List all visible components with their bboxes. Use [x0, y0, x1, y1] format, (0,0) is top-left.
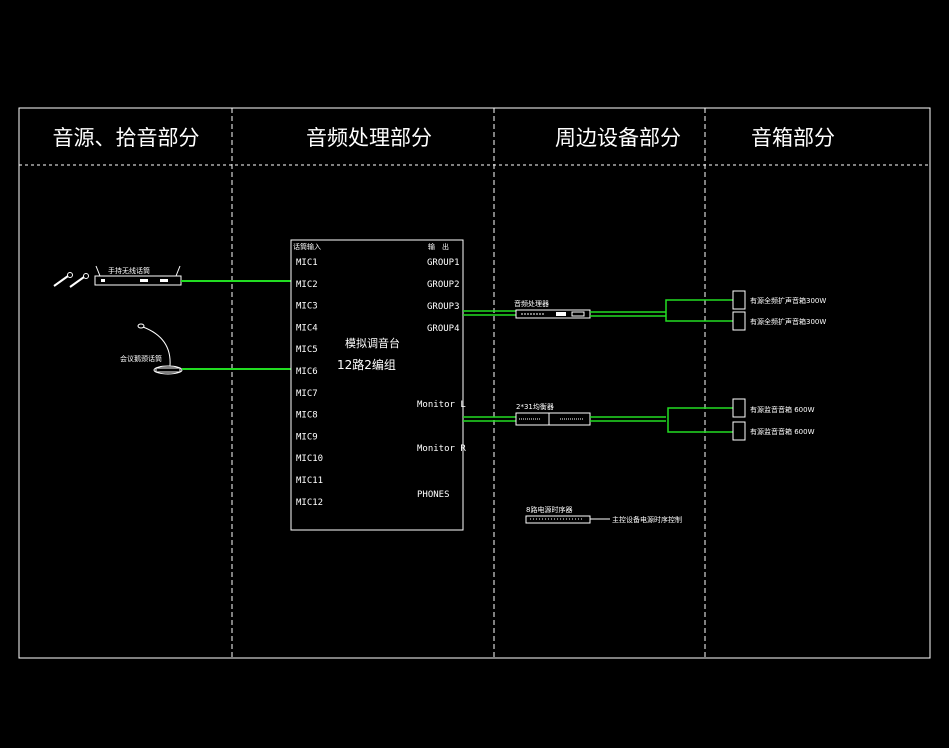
- wireless-mic-label: 手持无线话筒: [108, 266, 150, 275]
- mixer-input-6: MIC6: [296, 367, 318, 377]
- mixer-inputs: MIC1MIC2MIC3MIC4MIC5MIC6MIC7MIC8MIC9MIC1…: [296, 258, 323, 508]
- audio-processor-icon: [515, 309, 591, 319]
- speaker-icon: [732, 290, 746, 441]
- mixer-input-3: MIC3: [296, 302, 318, 312]
- mixer-input-5: MIC5: [296, 345, 318, 355]
- audio-processor-label: 音频处理器: [514, 299, 549, 308]
- gooseneck-mic-icon: [137, 323, 183, 375]
- mixer-input-12: MIC12: [296, 498, 323, 508]
- power-sequencer-note: 主控设备电源时序控制: [612, 515, 682, 524]
- mixer-input-header: 话筒输入: [293, 242, 321, 251]
- mixer-box: [290, 239, 464, 531]
- mixer-input-9: MIC9: [296, 432, 318, 442]
- mixer-group-1: GROUP1: [427, 258, 460, 268]
- speaker-full-range-1-label: 有源全频扩声音箱300W: [750, 296, 826, 305]
- mixer-subtitle: 12路2编组: [337, 357, 396, 372]
- mixer-input-4: MIC4: [296, 323, 318, 333]
- header-processing: 音频处理部分: [306, 126, 432, 150]
- mixer-monitor-l: Monitor L: [417, 400, 466, 410]
- equalizer-label: 2*31均衡器: [516, 402, 554, 411]
- mixer-input-2: MIC2: [296, 280, 318, 290]
- mixer-group-4: GROUP4: [427, 324, 460, 334]
- power-sequencer-label: 8路电源时序器: [526, 505, 572, 514]
- mixer-input-11: MIC11: [296, 476, 323, 486]
- wire-full-range: [665, 299, 733, 322]
- wire-monitor-speakers: [667, 407, 733, 433]
- mixer-group-3: GROUP3: [427, 302, 460, 312]
- mixer-input-10: MIC10: [296, 454, 323, 464]
- mixer-title: 模拟调音台: [345, 336, 400, 350]
- mixer-phones: PHONES: [417, 490, 450, 500]
- mixer-monitor-r: Monitor R: [417, 444, 466, 454]
- mixer-input-8: MIC8: [296, 411, 318, 421]
- mixer-group-2: GROUP2: [427, 280, 460, 290]
- equalizer-icon: [515, 412, 591, 426]
- power-sequencer-icon: [525, 515, 591, 524]
- mixer-output-header: 输 出: [428, 242, 449, 251]
- mixer-input-7: MIC7: [296, 389, 318, 399]
- diagram-frame: [18, 107, 931, 659]
- header-speakers: 音箱部分: [751, 126, 835, 150]
- speaker-full-range-2-label: 有源全频扩声音箱300W: [750, 317, 826, 326]
- header-source: 音源、拾音部分: [53, 126, 200, 150]
- speaker-monitor-1-label: 有源监音音箱 600W: [750, 405, 815, 414]
- header-peripheral: 周边设备部分: [555, 126, 681, 150]
- gooseneck-mic-label: 会议鹅颈话筒: [120, 354, 162, 363]
- speaker-monitor-2-label: 有源监音音箱 600W: [750, 427, 815, 436]
- wireless-mic-icon: [53, 272, 89, 288]
- mixer-input-1: MIC1: [296, 258, 318, 268]
